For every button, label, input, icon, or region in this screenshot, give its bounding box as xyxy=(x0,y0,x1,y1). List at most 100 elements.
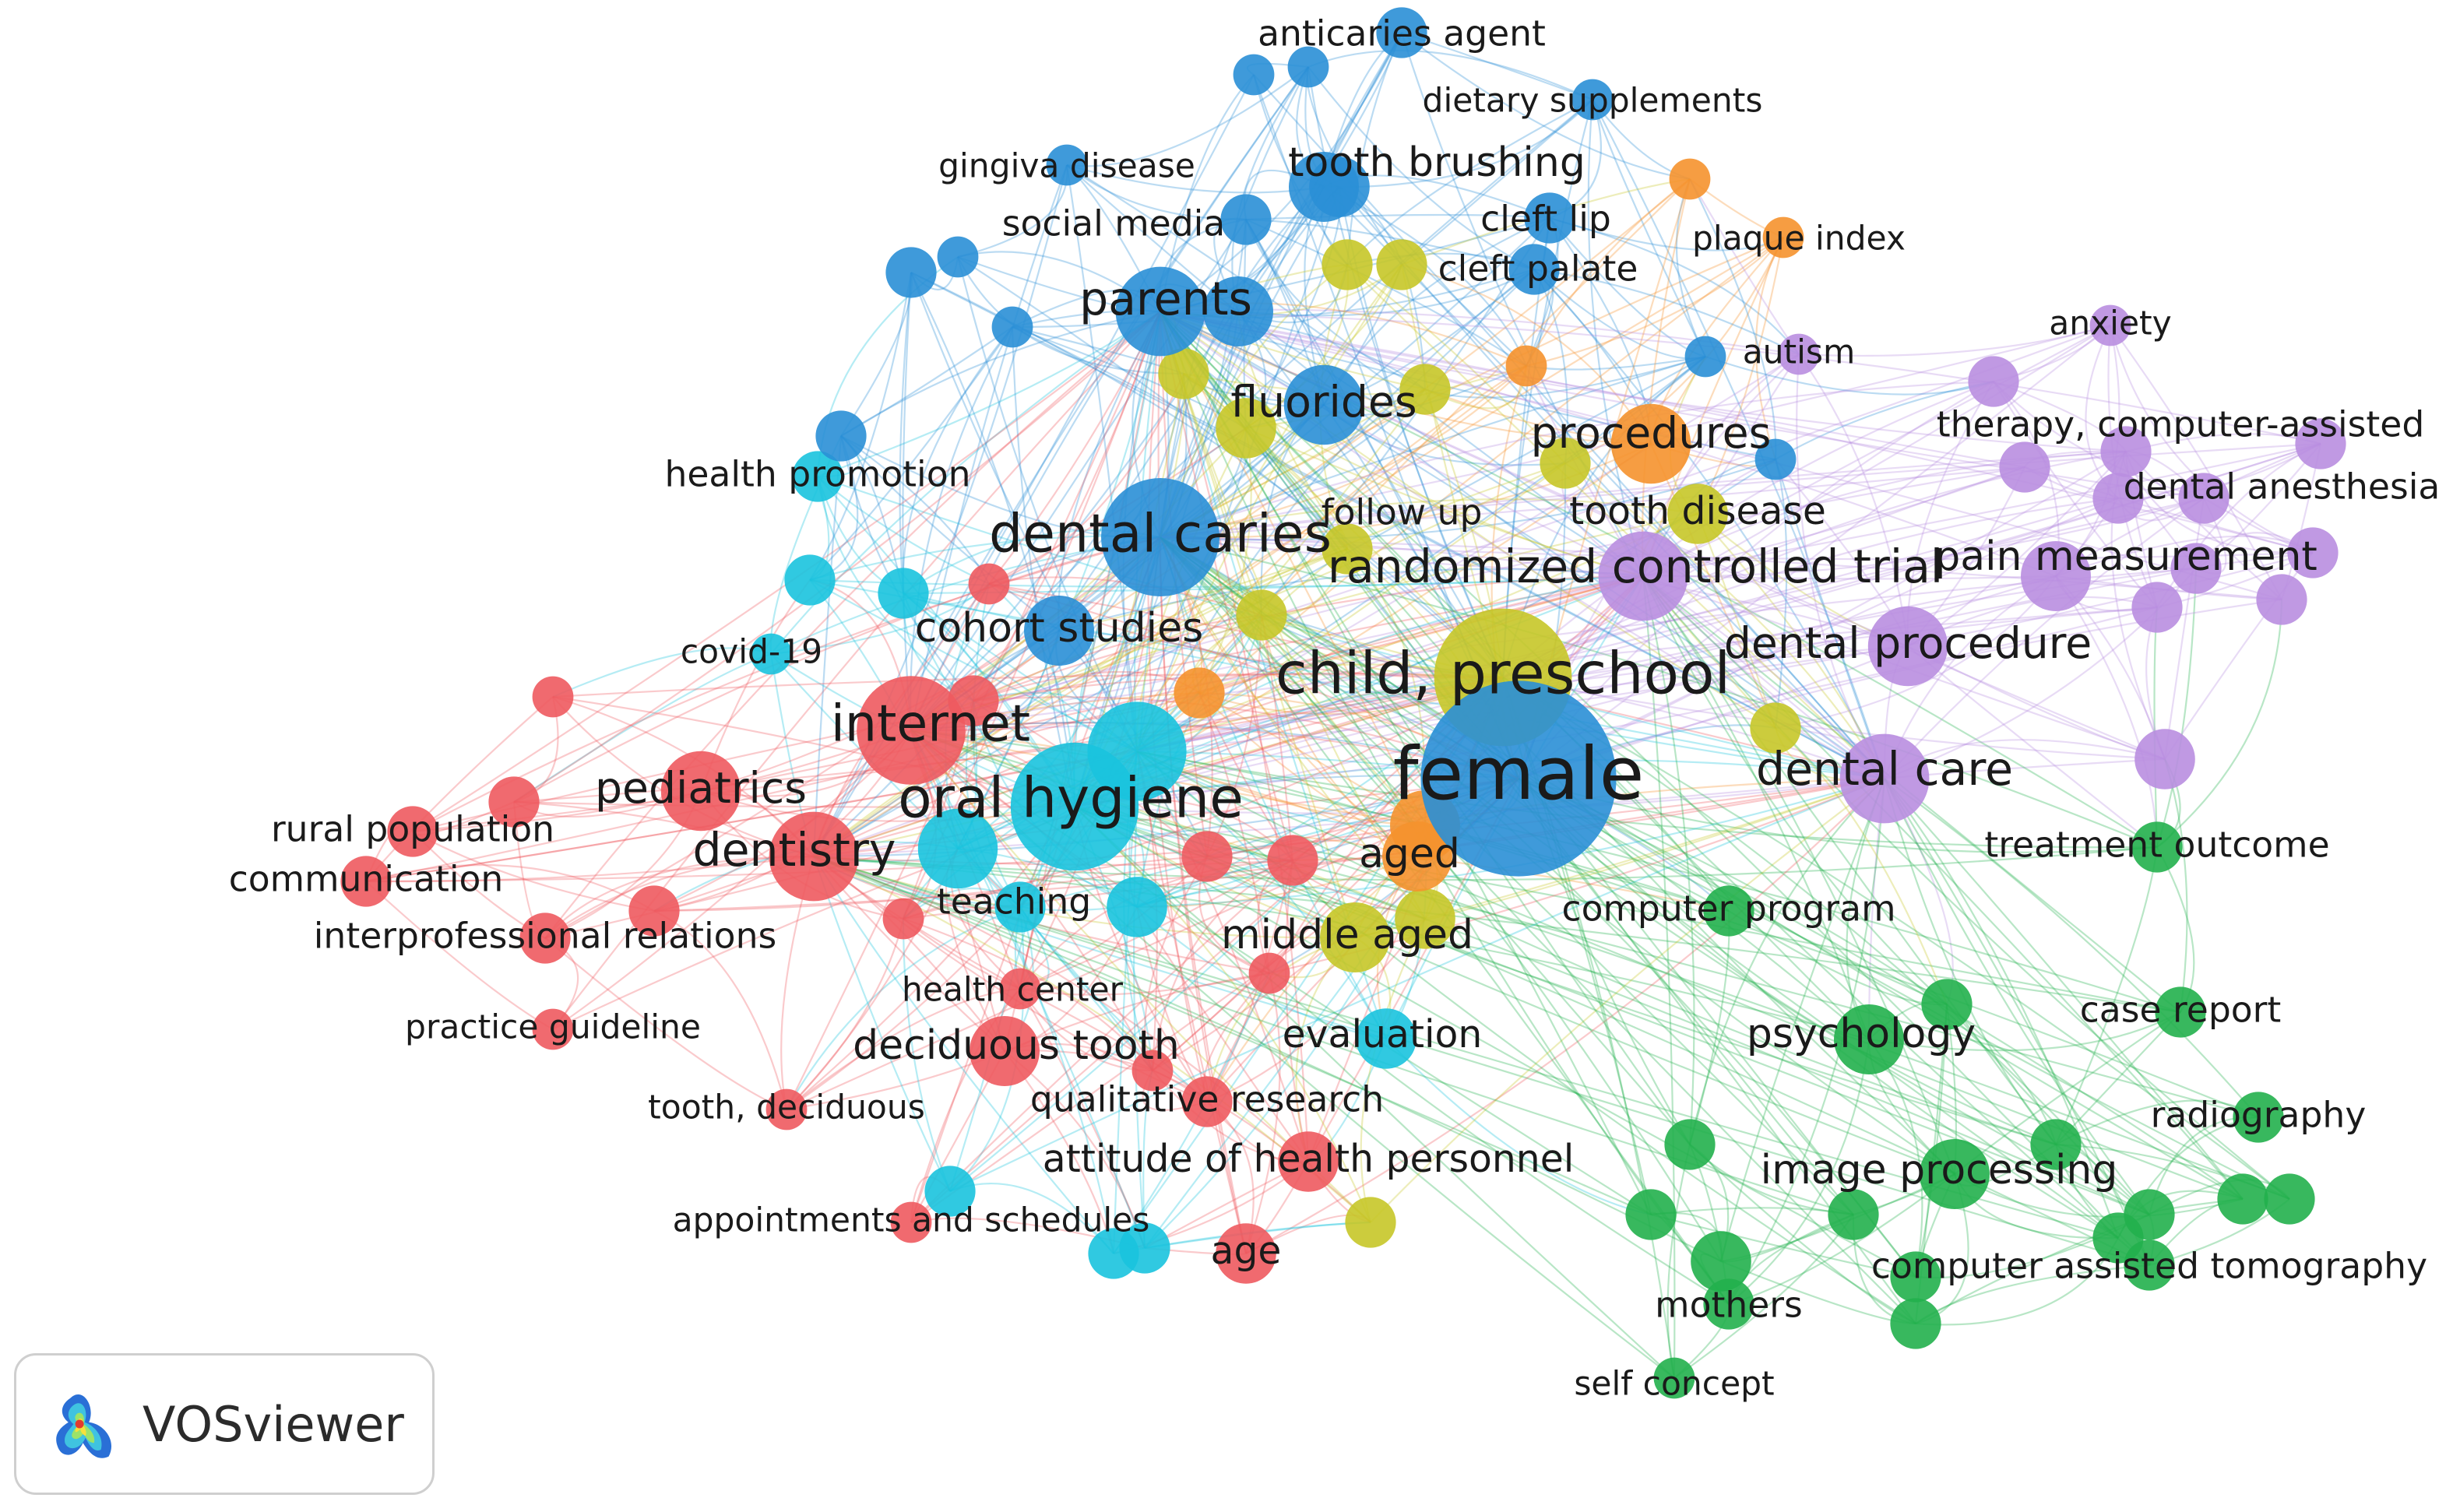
node-appointments-and-schedules[interactable] xyxy=(890,1201,932,1243)
node-plaque-index[interactable] xyxy=(1762,216,1804,258)
node-health-center[interactable] xyxy=(999,968,1041,1010)
node[interactable] xyxy=(1322,239,1373,290)
node-randomized-controlled-trial[interactable] xyxy=(1598,531,1688,621)
node[interactable] xyxy=(1119,1222,1170,1274)
node[interactable] xyxy=(1921,979,1973,1030)
node[interactable] xyxy=(1345,1197,1396,1248)
node[interactable] xyxy=(2256,574,2307,625)
node[interactable] xyxy=(1669,158,1711,200)
node-tooth-disease[interactable] xyxy=(1667,483,1728,544)
node[interactable] xyxy=(488,776,540,828)
node[interactable] xyxy=(1828,1189,1879,1240)
node-dietary-supplements[interactable] xyxy=(1571,79,1614,121)
node-practice-guideline[interactable] xyxy=(532,1008,574,1050)
node-computer-program[interactable] xyxy=(1703,885,1754,937)
node-mothers[interactable] xyxy=(1703,1278,1754,1330)
node[interactable] xyxy=(2170,543,2222,594)
node[interactable] xyxy=(1376,239,1427,290)
node-dental-anesthesia[interactable] xyxy=(2092,473,2144,524)
node[interactable] xyxy=(1750,702,1801,754)
node[interactable] xyxy=(1107,877,1167,937)
network-nodes[interactable] xyxy=(340,7,2346,1399)
node[interactable] xyxy=(1505,345,1547,387)
node[interactable] xyxy=(1181,831,1233,882)
node[interactable] xyxy=(885,247,937,298)
node[interactable] xyxy=(878,568,929,619)
node[interactable] xyxy=(1131,1050,1174,1092)
node-anxiety[interactable] xyxy=(2089,304,2131,346)
node[interactable] xyxy=(882,898,924,940)
node-interprofessional-relations[interactable] xyxy=(519,912,571,964)
node-dental-care[interactable] xyxy=(1839,733,1930,824)
node-anticaries-agent[interactable] xyxy=(1376,7,1427,58)
node[interactable] xyxy=(1158,348,1209,399)
node[interactable] xyxy=(937,236,979,278)
node-pediatrics[interactable] xyxy=(660,751,741,832)
node[interactable] xyxy=(2131,582,2183,633)
node-age[interactable] xyxy=(1216,1223,1276,1284)
node-qualitative-research[interactable] xyxy=(1181,1076,1233,1127)
node-covid-19[interactable] xyxy=(750,633,792,675)
node[interactable] xyxy=(2030,1119,2082,1170)
node[interactable] xyxy=(1203,276,1273,346)
node[interactable] xyxy=(1890,1298,1941,1349)
node[interactable] xyxy=(1395,888,1455,949)
node-dental-procedure[interactable] xyxy=(1867,606,1948,687)
node-rural-population[interactable] xyxy=(387,806,438,857)
node[interactable] xyxy=(1664,1119,1716,1170)
node-attitude-of-health-personnel[interactable] xyxy=(1278,1131,1339,1192)
node[interactable] xyxy=(2092,1212,2144,1264)
node-psychology[interactable] xyxy=(1834,1004,1904,1074)
node[interactable] xyxy=(1890,1251,1941,1303)
node[interactable] xyxy=(917,808,998,889)
node[interactable] xyxy=(1999,441,2050,493)
node[interactable] xyxy=(1287,46,1329,88)
node[interactable] xyxy=(784,554,836,606)
node-pain-measurement[interactable] xyxy=(2021,541,2091,611)
node[interactable] xyxy=(1968,356,2019,407)
node[interactable] xyxy=(924,1166,976,1217)
node-communication[interactable] xyxy=(340,856,392,907)
node[interactable] xyxy=(532,676,574,718)
node-therapy-computer-assisted[interactable] xyxy=(2100,426,2152,477)
node-parents[interactable] xyxy=(1115,266,1205,357)
node-follow-up[interactable] xyxy=(1322,523,1373,575)
node[interactable] xyxy=(1691,1231,1751,1292)
node[interactable] xyxy=(815,410,867,462)
node-cleft-palate[interactable] xyxy=(1508,244,1560,295)
node[interactable] xyxy=(2217,1173,2268,1225)
node[interactable] xyxy=(991,306,1033,348)
node[interactable] xyxy=(1540,438,1591,489)
node-image-processing[interactable] xyxy=(1920,1139,1990,1209)
node[interactable] xyxy=(968,563,1010,605)
node[interactable] xyxy=(1248,952,1290,994)
node-social-media[interactable] xyxy=(1220,194,1272,245)
node-oral-hygiene[interactable] xyxy=(1010,742,1139,871)
node-teaching[interactable] xyxy=(994,881,1046,933)
node[interactable] xyxy=(2134,729,2195,789)
node[interactable] xyxy=(628,885,680,937)
node[interactable] xyxy=(1233,54,1275,96)
node-tooth-deciduous[interactable] xyxy=(765,1088,808,1130)
node-evaluation[interactable] xyxy=(1356,1008,1417,1069)
node-dentistry[interactable] xyxy=(769,811,859,902)
node[interactable] xyxy=(1216,398,1276,459)
node[interactable] xyxy=(1174,667,1225,719)
node[interactable] xyxy=(1236,589,1287,641)
node-radiography[interactable] xyxy=(2233,1092,2284,1143)
node[interactable] xyxy=(1754,438,1797,480)
node-gingiva-disease[interactable] xyxy=(1046,144,1088,186)
node-tooth-brushing[interactable] xyxy=(1289,152,1359,222)
node-female[interactable] xyxy=(1420,680,1617,877)
node-treatment-outcome[interactable] xyxy=(2131,821,2183,873)
node-self-concept[interactable] xyxy=(1653,1357,1695,1399)
node-procedures[interactable] xyxy=(1610,403,1691,484)
node-dental-caries[interactable] xyxy=(1101,478,1219,596)
node-cleft-lip[interactable] xyxy=(1524,192,1575,244)
node-health-promotion[interactable] xyxy=(792,451,843,502)
node-deciduous-tooth[interactable] xyxy=(970,1016,1040,1086)
node[interactable] xyxy=(2287,527,2339,578)
node-case-report[interactable] xyxy=(2155,986,2206,1038)
node-cohort-studies[interactable] xyxy=(1024,596,1094,666)
node[interactable] xyxy=(1267,835,1318,886)
